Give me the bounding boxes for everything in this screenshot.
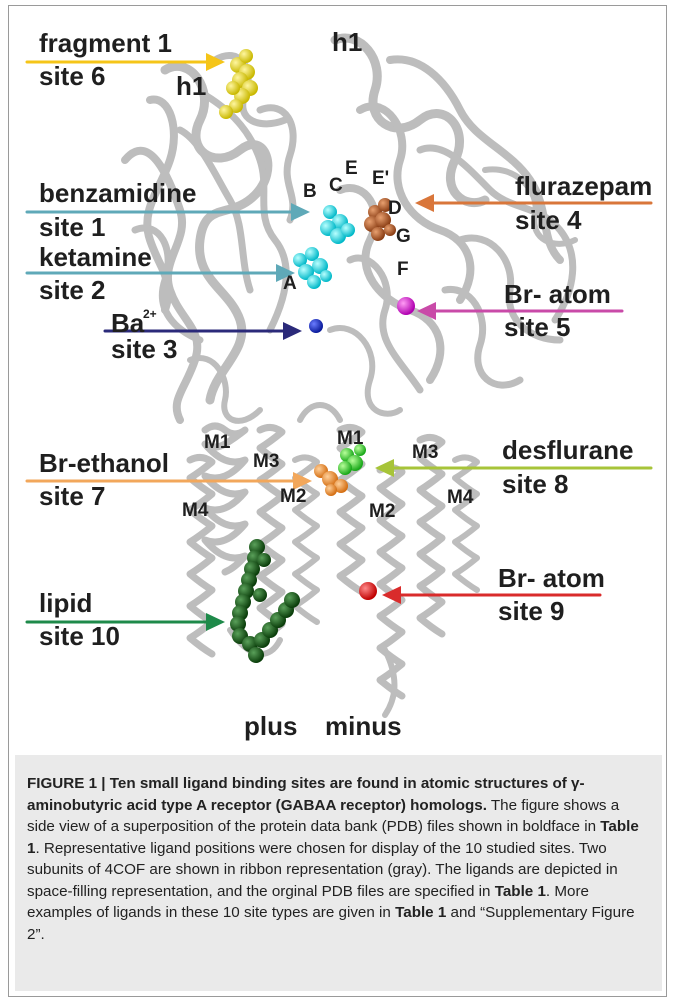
label-A: A bbox=[283, 273, 297, 294]
ligand-site5-br-atom bbox=[397, 297, 415, 315]
label-site8: site 8 bbox=[502, 469, 569, 499]
label-site9: site 9 bbox=[498, 596, 565, 626]
label-flurazepam: flurazepam bbox=[515, 171, 652, 201]
label-site1: site 1 bbox=[39, 212, 106, 242]
label-M2-right: M2 bbox=[369, 501, 395, 522]
label-site6: site 6 bbox=[39, 61, 106, 91]
label-site7: site 7 bbox=[39, 481, 106, 511]
label-E: E bbox=[345, 158, 358, 179]
label-site5: site 5 bbox=[504, 312, 571, 342]
label-fragment1: fragment 1 bbox=[39, 28, 172, 58]
caption-figure-label: FIGURE 1 | bbox=[27, 775, 110, 792]
label-benzamidine: benzamidine bbox=[39, 178, 196, 208]
label-M1-right: M1 bbox=[337, 428, 364, 449]
ligand-site3-ba bbox=[309, 319, 323, 333]
caption-table-ref-2: Table 1 bbox=[495, 883, 546, 900]
label-C: C bbox=[329, 175, 343, 196]
label-F: F bbox=[397, 259, 409, 280]
label-M1-left: M1 bbox=[204, 432, 231, 453]
ligand-site1-benzamidine bbox=[320, 205, 355, 244]
label-M3-right: M3 bbox=[412, 442, 438, 463]
ligand-site6-fragment1 bbox=[219, 49, 258, 119]
ligand-site9-br-atom bbox=[359, 582, 377, 600]
label-site2: site 2 bbox=[39, 275, 106, 305]
label-minus: minus bbox=[325, 711, 402, 741]
label-D: D bbox=[388, 198, 402, 219]
figure-illustration: fragment 1 site 6 benzamidine site 1 ket… bbox=[0, 0, 676, 750]
label-M4-right: M4 bbox=[447, 487, 474, 508]
label-M4-left: M4 bbox=[182, 500, 209, 521]
label-site3: site 3 bbox=[111, 334, 178, 364]
label-lipid: lipid bbox=[39, 588, 92, 618]
label-G: G bbox=[396, 226, 411, 247]
label-plus: plus bbox=[244, 711, 297, 741]
label-br-atom-9: Br- atom bbox=[498, 563, 605, 593]
label-site4: site 4 bbox=[515, 205, 582, 235]
label-br-atom-5: Br- atom bbox=[504, 279, 611, 309]
label-site10: site 10 bbox=[39, 621, 120, 651]
caption-table-ref-3: Table 1 bbox=[395, 904, 446, 921]
figure-caption: FIGURE 1 | Ten small ligand binding site… bbox=[27, 773, 647, 945]
label-br-ethanol: Br-ethanol bbox=[39, 448, 169, 478]
label-h1-top: h1 bbox=[332, 27, 362, 57]
label-Eprime: E' bbox=[372, 168, 389, 189]
label-ketamine: ketamine bbox=[39, 242, 152, 272]
ligand-site2-ketamine bbox=[293, 247, 332, 289]
label-M2-left: M2 bbox=[280, 486, 306, 507]
label-B: B bbox=[303, 181, 317, 202]
label-desflurane: desflurane bbox=[502, 435, 634, 465]
label-M3-left: M3 bbox=[253, 451, 279, 472]
label-h1-left: h1 bbox=[176, 71, 206, 101]
label-ba-superscript: 2+ bbox=[143, 307, 157, 321]
